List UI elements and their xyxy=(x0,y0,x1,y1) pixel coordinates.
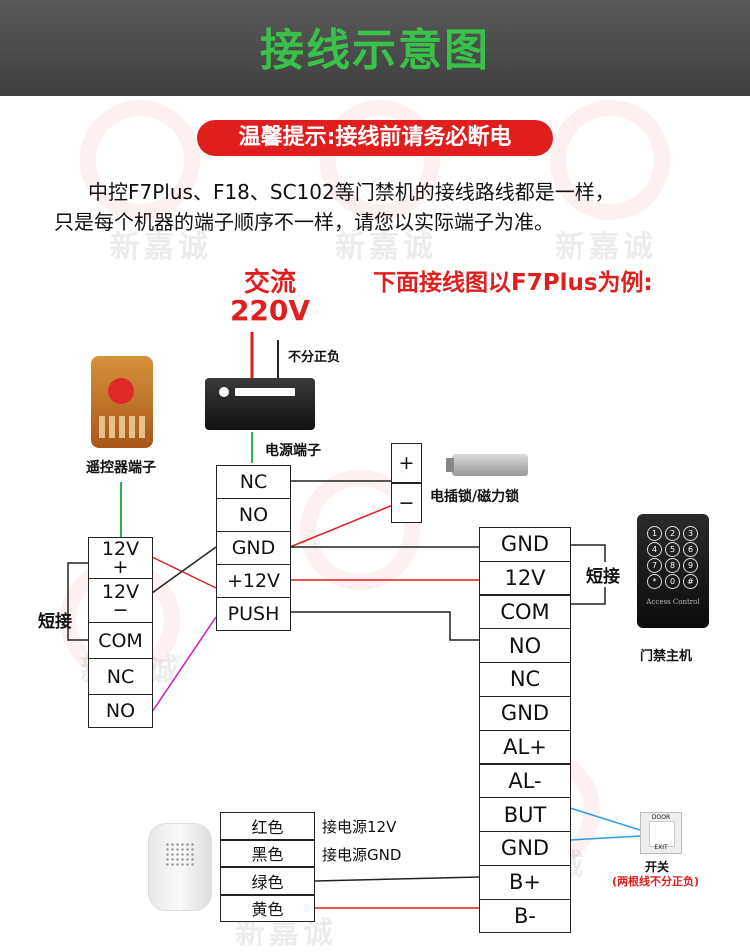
example-note: 下面接线图以F7Plus为例: xyxy=(373,270,653,296)
host-terminal-cell: GND xyxy=(479,696,571,731)
keypad-key: 6 xyxy=(683,542,698,557)
host-terminal-cell: BUT xyxy=(479,797,571,832)
watermark-text: 新嘉诚 xyxy=(555,230,657,265)
remote-terminal-label: 遥控器端子 xyxy=(86,460,156,476)
host-terminal-cell: NO xyxy=(479,628,571,663)
power-supply-icon xyxy=(205,378,315,430)
host-terminal-cell: B+ xyxy=(479,865,571,900)
switch-top-text: DOOR xyxy=(651,814,671,821)
power-terminal-cell: NC xyxy=(216,465,291,499)
keypad-key: 0 xyxy=(665,574,680,589)
remote-terminal-cell: COM xyxy=(88,622,153,659)
page-title: 接线示意图 xyxy=(260,25,490,76)
bell-wire-desc: 接电源GND xyxy=(322,845,402,864)
host-terminal-cell: GND xyxy=(479,831,571,866)
switch-bottom-text: EXIT xyxy=(654,844,668,851)
power-terminal-cell: +12V xyxy=(216,564,291,598)
bell-wire-color: 红色 xyxy=(220,812,315,840)
keypad-key: * xyxy=(647,574,662,589)
host-terminal-cell: COM xyxy=(479,594,571,630)
keypad-key: 7 xyxy=(647,558,662,573)
host-terminal-cell: NC xyxy=(479,662,571,697)
no-polarity-label: 不分正负 xyxy=(288,350,341,365)
host-terminal-cell: AL+ xyxy=(479,729,571,765)
remote-control-icon xyxy=(91,356,153,448)
keypad-key: 9 xyxy=(683,558,698,573)
keypad-key: # xyxy=(683,574,698,589)
header-bar xyxy=(0,0,750,96)
intro-line-2: 只是每个机器的端子顺序不一样，请您以实际端子为准。 xyxy=(54,210,554,234)
switch-note: (两根线不分正负) xyxy=(612,875,700,888)
remote-terminal-cell: 12V − xyxy=(88,578,153,623)
host-terminal-cell: B- xyxy=(479,898,571,934)
ac-voltage: 220V xyxy=(229,294,311,327)
lock-minus-label: − xyxy=(398,492,415,514)
lock-label: 电插锁/磁力锁 xyxy=(430,489,520,505)
keypad-key: 5 xyxy=(665,542,680,557)
remote-terminal-cell: NC xyxy=(88,658,153,695)
host-terminal-cell: AL- xyxy=(479,763,571,799)
electric-lock-icon xyxy=(446,454,528,476)
power-terminal-cell: GND xyxy=(216,531,291,565)
host-terminal-cell: GND xyxy=(479,527,571,562)
keypad-caption: Access Control xyxy=(646,598,700,606)
host-terminal-cell: 12V xyxy=(479,560,571,596)
intro-line-1: 中控F7Plus、F18、SC102等门禁机的接线路线都是一样， xyxy=(88,180,615,204)
remote-terminal-cell: 12V + xyxy=(88,537,153,579)
power-terminal-cell: NO xyxy=(216,498,291,532)
short-label-right: 短接 xyxy=(586,562,620,587)
doorbell-icon xyxy=(148,823,212,911)
lock-terminal-minus: − xyxy=(391,483,422,523)
power-terminal-label: 电源端子 xyxy=(265,443,321,459)
keypad-key: 2 xyxy=(665,526,680,541)
bell-wire-desc: 接电源12V xyxy=(322,818,397,836)
access-host-label: 门禁主机 xyxy=(640,649,693,664)
power-terminal-cell: PUSH xyxy=(216,597,291,631)
keypad-key: 8 xyxy=(665,558,680,573)
ac-label: 交流 xyxy=(243,268,296,298)
remote-terminal-cell: NO xyxy=(88,694,153,728)
lock-plus-label: + xyxy=(398,452,415,474)
warning-banner: 温馨提示:接线前请务必断电 xyxy=(197,120,553,156)
bell-wire-color: 黄色 xyxy=(220,894,315,922)
watermark-text: 新嘉诚 xyxy=(110,230,212,265)
bell-wire-color: 黑色 xyxy=(220,839,315,867)
keypad-key: 4 xyxy=(647,542,662,557)
switch-label: 开关 xyxy=(645,860,670,874)
lock-terminal-plus: + xyxy=(391,443,422,483)
bell-wire-color: 绿色 xyxy=(220,867,315,895)
keypad-key: 1 xyxy=(647,526,662,541)
short-label-left: 短接 xyxy=(38,612,72,632)
watermark-text: 新嘉诚 xyxy=(335,230,437,265)
keypad-key: 3 xyxy=(683,526,698,541)
exit-switch-icon: DOOR EXIT xyxy=(640,812,682,854)
